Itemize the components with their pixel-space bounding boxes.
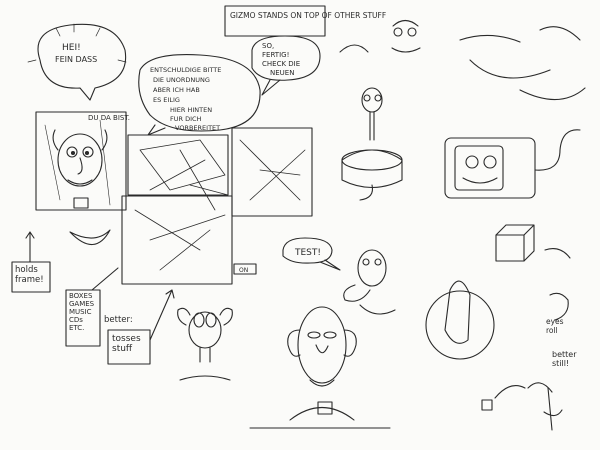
- joystick-sketch: [341, 87, 403, 201]
- tosses-box: [107, 329, 151, 365]
- note-so-1: SO,: [262, 42, 274, 50]
- character-sketch-right: [544, 248, 571, 321]
- character-pointing: [343, 249, 396, 315]
- note-boxes: BOXES GAMES MUSIC CDs ETC.: [69, 292, 95, 333]
- screen-label-box: [233, 263, 257, 275]
- note-so-2: FERTIG!: [262, 51, 289, 59]
- arrow-holds: [25, 231, 35, 263]
- arrow-boxes: [91, 267, 119, 291]
- character-small-hair: [177, 307, 233, 381]
- character-round: [425, 280, 495, 360]
- boxes-box: [65, 289, 101, 347]
- note-hei-2: FEIN DASS: [55, 55, 97, 64]
- box-cube: [495, 234, 525, 262]
- note-better-still: better still!: [552, 350, 577, 369]
- note-german-2: DIE UNORDNUNG: [153, 76, 210, 84]
- speech-balloon-so: [251, 35, 321, 96]
- note-german-5: HIER HINTEN: [170, 106, 212, 114]
- note-german-6: FUR DICH: [170, 115, 202, 123]
- note-hei-3: DU DA BIST.: [88, 114, 130, 122]
- note-better: better:: [104, 315, 133, 325]
- note-german-1: ENTSCHULDIGE BITTE: [150, 66, 221, 74]
- cup-sketch: [69, 229, 111, 246]
- note-german-4: ES EILIG: [153, 96, 180, 104]
- arrow-tosses: [149, 289, 175, 341]
- note-gizmo-1: GIZMO STANDS ON TOP OF OTHER STUFF: [230, 11, 386, 20]
- note-test: TEST!: [294, 248, 321, 258]
- gizmo-box: [224, 5, 326, 37]
- note-eyes-roll: eyes roll: [546, 317, 564, 335]
- note-so-3: CHECK DIE: [262, 60, 300, 68]
- note-tosses: tosses stuff: [112, 334, 141, 355]
- screen-label: ON: [239, 267, 248, 274]
- speech-balloon-hei: [27, 23, 127, 101]
- speech-balloon-test: [282, 237, 341, 271]
- tv-sketch: [444, 129, 581, 199]
- box-cube-edges: [495, 224, 535, 262]
- character-big: [249, 306, 391, 429]
- flying-object: [481, 382, 563, 431]
- speech-balloon-german: [138, 54, 261, 136]
- note-german-3: ABER ICH HAB: [153, 86, 200, 94]
- note-german-7: VORBEREITET: [175, 124, 220, 132]
- holds-box: [11, 261, 51, 293]
- note-so-4: NEUEN: [270, 69, 294, 77]
- character-face-panel: [52, 129, 108, 209]
- storyboard-panels: [35, 111, 313, 285]
- note-hei-1: HEI!: [62, 43, 81, 53]
- note-holds-frame: holds frame!: [15, 265, 44, 285]
- face-studies-top: [339, 19, 586, 101]
